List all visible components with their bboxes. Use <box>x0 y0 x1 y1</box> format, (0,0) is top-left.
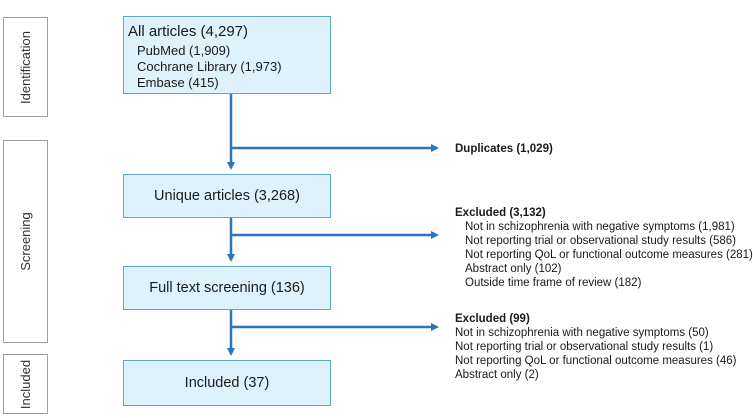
duplicates-label: Duplicates (1,029) <box>455 143 553 155</box>
all-articles-box: All articles (4,297) PubMed (1,909) Coch… <box>123 16 331 94</box>
included-label: Included (37) <box>184 375 270 391</box>
included-box: Included (37) <box>123 360 331 406</box>
excluded-1-reason: Not reporting QoL or functional outcome … <box>465 249 753 261</box>
excluded-2-reason: Abstract only (2) <box>455 369 539 381</box>
excluded-1-reason: Not in schizophrenia with negative sympt… <box>465 221 735 233</box>
all-articles-title: All articles (4,297) <box>128 23 249 40</box>
phase-screening: Screening <box>3 140 48 343</box>
excluded-2-reason: Not in schizophrenia with negative sympt… <box>455 327 709 339</box>
excluded-1-reason: Outside time frame of review (182) <box>465 277 642 289</box>
excluded-1-heading: Excluded (3,132) <box>455 207 546 219</box>
excluded-2-reason: Not reporting trial or observational stu… <box>455 341 714 353</box>
excluded-2-heading: Excluded (99) <box>455 313 530 325</box>
source-cochrane: Cochrane Library (1,973) <box>137 59 282 74</box>
excluded-1-note: Excluded (3,132) Not in schizophrenia wi… <box>455 206 753 290</box>
unique-articles-label: Unique articles (3,268) <box>154 188 300 204</box>
phase-included: Included <box>3 354 48 414</box>
phase-identification: Identification <box>3 17 48 117</box>
source-embase: Embase (415) <box>137 75 219 90</box>
excluded-1-reason: Abstract only (102) <box>465 263 562 275</box>
duplicates-note: Duplicates (1,029) <box>455 142 553 156</box>
excluded-2-note: Excluded (99) Not in schizophrenia with … <box>445 312 736 382</box>
excluded-1-reason: Not reporting trial or observational stu… <box>465 235 737 247</box>
fulltext-label: Full text screening (136) <box>149 280 305 296</box>
unique-articles-box: Unique articles (3,268) <box>123 174 331 218</box>
fulltext-box: Full text screening (136) <box>123 266 331 310</box>
excluded-2-reason: Not reporting QoL or functional outcome … <box>455 355 737 367</box>
source-pubmed: PubMed (1,909) <box>137 43 231 58</box>
